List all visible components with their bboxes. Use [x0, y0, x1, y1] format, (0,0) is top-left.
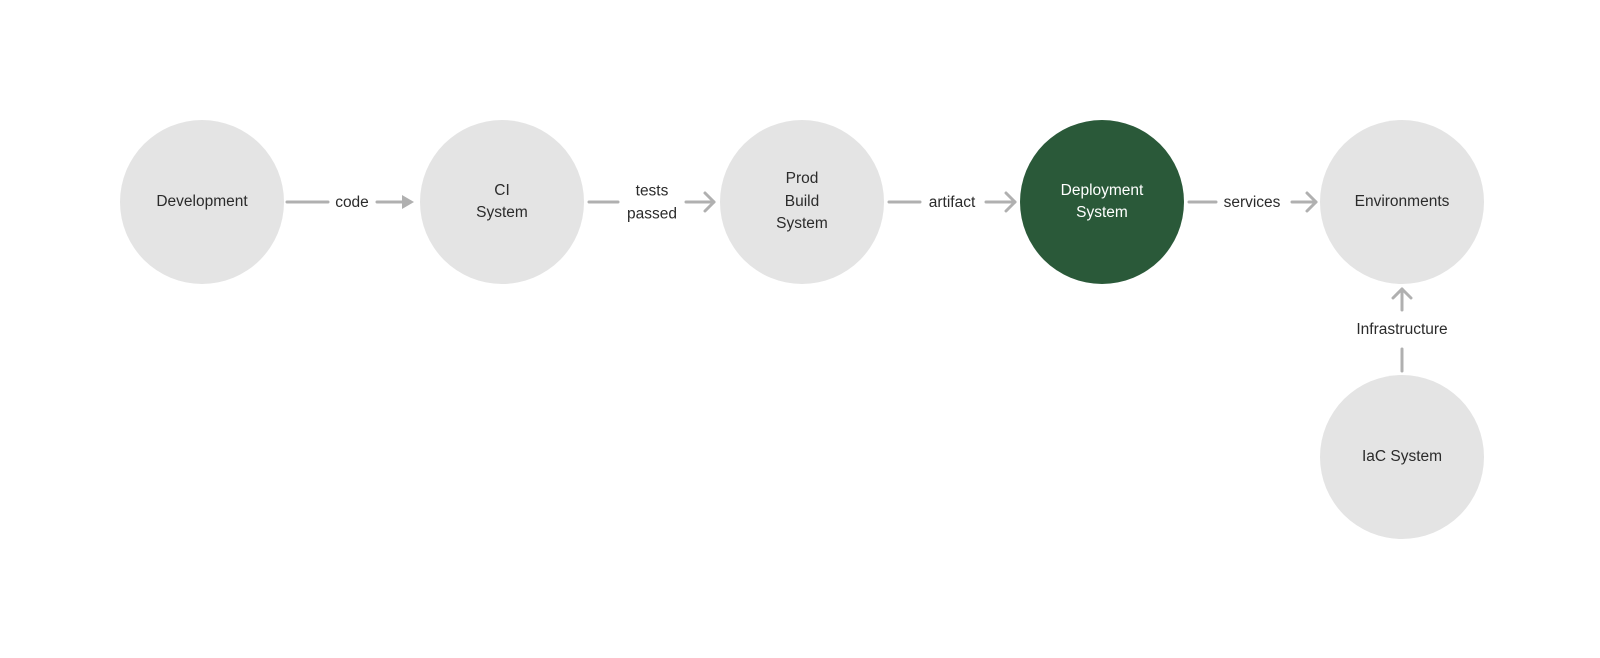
edge-prod-to-deploy — [887, 191, 1017, 213]
node-prod-build-system-label: Prod Build System — [776, 170, 828, 233]
chevron-arrow-icon — [1004, 191, 1017, 213]
node-development-label: Development — [156, 192, 248, 210]
node-iac-system-label: IaC System — [1361, 447, 1443, 465]
node-iac-system: IaC System — [1320, 375, 1484, 539]
arrowhead-icon — [402, 195, 414, 209]
edge-iac-to-env — [1391, 287, 1413, 373]
edge-label-tests-passed: tests passed — [627, 180, 677, 226]
edge-dev-to-ci — [285, 195, 414, 209]
chevron-arrow-icon — [1391, 287, 1413, 300]
node-deployment-system: Deployment System — [1020, 120, 1184, 284]
chevron-arrow-icon — [703, 191, 716, 213]
node-environments: Environments — [1320, 120, 1484, 284]
node-deployment-system-label: Deployment System — [1060, 181, 1144, 222]
edge-deploy-to-env — [1187, 191, 1318, 213]
node-ci-system-label: CI System — [476, 181, 528, 222]
edge-label-artifact: artifact — [928, 191, 976, 215]
node-environments-label: Environments — [1354, 192, 1450, 210]
node-development: Development — [120, 120, 284, 284]
edge-label-services: services — [1223, 191, 1281, 215]
node-ci-system: CI System — [420, 120, 584, 284]
node-prod-build-system: Prod Build System — [720, 120, 884, 284]
edge-label-infrastructure: Infrastructure — [1356, 318, 1448, 342]
edge-ci-to-prod — [587, 191, 716, 213]
chevron-arrow-icon — [1305, 191, 1318, 213]
edge-label-code: code — [335, 191, 369, 215]
